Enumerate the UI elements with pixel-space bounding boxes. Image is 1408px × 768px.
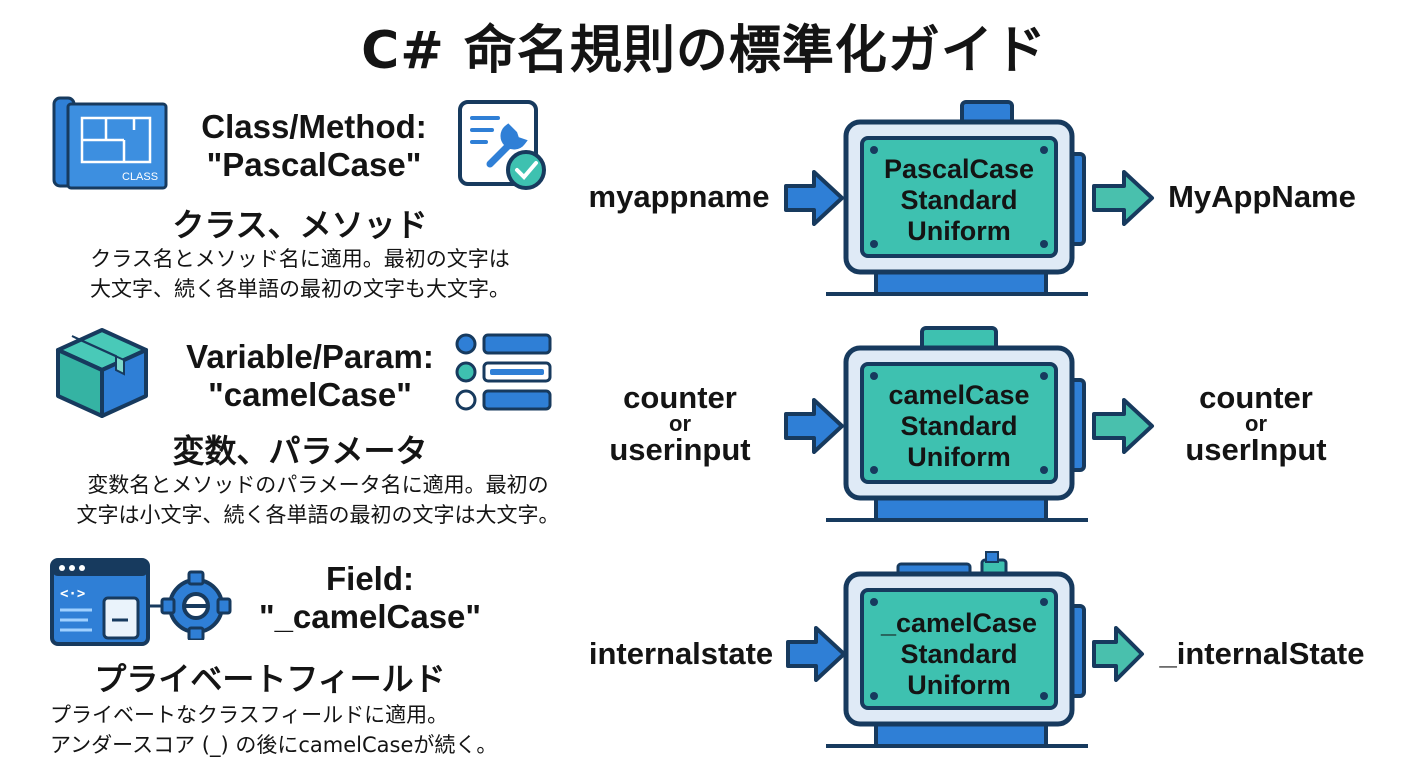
blueprint-label: CLASS <box>122 171 158 183</box>
variable-param-description: 変数名とメソッドのパラメータ名に適用。最初の 文字は小文字、続く各単語の最初の文… <box>76 473 560 527</box>
variable-param-heading: 変数、パラメータ <box>172 432 428 470</box>
machine-label-pascal: PascalCase Standard Uniform <box>883 154 1035 246</box>
field-label: Field: "_camelCase" <box>258 560 482 635</box>
class-method-label: Class/Method: "PascalCase" <box>201 108 427 183</box>
output-myappname: MyAppName <box>1168 179 1356 214</box>
machine-label-underscore-camel: _camelCase Standard Uniform <box>880 608 1038 700</box>
arrow-right-icon <box>784 170 844 226</box>
arrow-right-icon <box>1092 626 1144 682</box>
output-counter-userinput: counter or userInput <box>1185 380 1327 467</box>
machine-icon <box>826 326 1088 522</box>
input-myappname: myappname <box>588 179 770 214</box>
input-internalstate: internalstate <box>588 636 774 671</box>
arrow-right-icon <box>786 626 846 682</box>
arrow-right-icon <box>784 398 844 454</box>
wrench-check-icon <box>458 100 546 190</box>
blueprint-class-icon: CLASS <box>52 96 168 190</box>
machine-label-camel: camelCase Standard Uniform <box>888 380 1030 472</box>
output-internalstate: _internalState <box>1159 636 1365 671</box>
field-heading: プライベートフィールド <box>94 660 446 698</box>
gear-icon <box>150 570 232 640</box>
machine-icon <box>826 551 1088 748</box>
svg-text:<·>: <·> <box>60 586 85 602</box>
input-counter-userinput: counter or userinput <box>609 380 751 467</box>
box-icon <box>56 328 148 418</box>
arrow-right-icon <box>1092 398 1154 454</box>
variable-param-label: Variable/Param: "camelCase" <box>186 338 434 413</box>
machine-icon <box>826 100 1088 296</box>
arrow-right-icon <box>1092 170 1154 226</box>
field-description: プライベートなクラスフィールドに適用。 アンダースコア (_) の後にcamel… <box>50 703 498 757</box>
list-icon <box>455 333 552 411</box>
page-title: C# 命名規則の標準化ガイド <box>361 21 1047 81</box>
class-method-description: クラス名とメソッド名に適用。最初の文字は 大文字、続く各単語の最初の文字も大文字… <box>90 247 510 301</box>
code-window-icon: <·> <box>50 558 150 646</box>
class-method-heading: クラス、メソッド <box>172 206 428 244</box>
